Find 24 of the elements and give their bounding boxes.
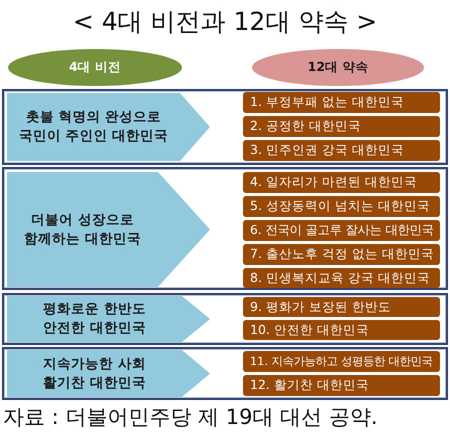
header-oval: 12대 약속 xyxy=(252,49,424,86)
chevron-banner: 더불어 성장으로 함께하는 대한민국 xyxy=(7,172,210,287)
chevron-banner: 지속가능한 사회 활기찬 대한민국 xyxy=(7,350,210,397)
list-item-box: 1. 부정부패 없는 대한민국 xyxy=(243,92,440,113)
list-item-box: 7. 출산노후 걱정 없는 대한민국 xyxy=(243,244,440,265)
list-item-box: 10. 안전한 대한민국 xyxy=(243,320,440,340)
chevron-banner: 촛불 혁명의 완성으로 국민이 주인인 대한민국 xyxy=(7,93,210,161)
list-item-box: 3. 민주인권 강국 대한민국 xyxy=(243,140,440,161)
chevron-banner: 평화로운 한반도 안전한 대한민국 xyxy=(7,296,210,342)
source-note: 자료 : 더불어민주당 제 19대 대선 공약. xyxy=(3,404,378,431)
list-item-box: 12. 활기찬 대한민국 xyxy=(243,375,440,396)
list-item-box: 8. 민생복지교육 강국 대한민국 xyxy=(243,268,440,288)
list-item-box: 4. 일자리가 마련된 대한민국 xyxy=(243,172,440,193)
list-item-box: 5. 성장동력이 넘치는 대한민국 xyxy=(243,196,440,217)
list-item-box: 6. 전국이 골고루 잘사는 대한민국 xyxy=(243,220,440,241)
group-frame xyxy=(2,347,448,400)
group-frame xyxy=(2,167,448,290)
group-frame xyxy=(2,293,448,345)
group-frame xyxy=(2,89,448,165)
header-oval: 4대 비전 xyxy=(8,49,182,86)
list-item-box: 2. 공정한 대한민국 xyxy=(243,116,440,137)
title: < 4대 비전과 12대 약속 > xyxy=(72,6,378,38)
list-item-box: 11. 지속가능하고 성평등한 대한민국 xyxy=(243,351,440,372)
list-item-box: 9. 평화가 보장된 한반도 xyxy=(243,297,440,317)
